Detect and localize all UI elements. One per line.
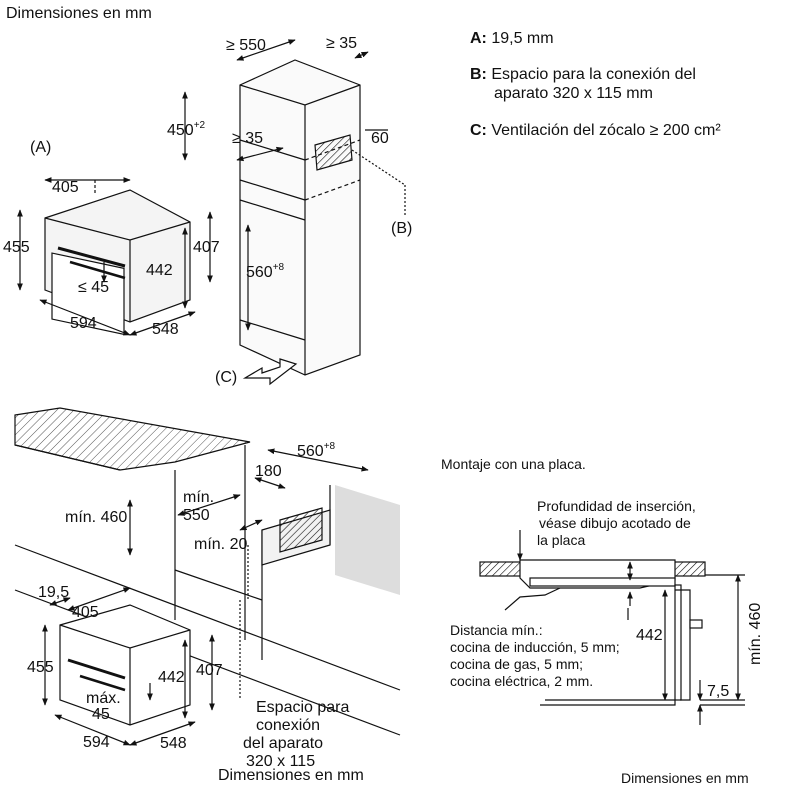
- label-b: (B): [391, 220, 412, 237]
- legend-c: C: Ventilación del zócalo ≥ 200 cm²: [470, 122, 721, 139]
- dim-max-45: 45: [92, 706, 110, 723]
- tall-cabinet: [182, 39, 406, 386]
- dim-442: 442: [146, 262, 173, 279]
- dim-550-undercounter: 550: [183, 507, 210, 524]
- distance-note-line1: Distancia mín.:: [450, 622, 543, 638]
- distance-note-line4: cocina eléctrica, 2 mm.: [450, 673, 594, 689]
- dim-min-460: mín. 460: [65, 509, 127, 526]
- under-counter-installation: [14, 407, 401, 746]
- dim-455: 455: [3, 239, 30, 256]
- dim-min-label: mín.: [183, 489, 214, 506]
- label-c: (C): [215, 369, 237, 386]
- dim-60: 60: [371, 130, 389, 147]
- dim-7-5: 7,5: [707, 683, 729, 700]
- dim-548-undercounter: 548: [160, 735, 187, 752]
- distance-note-line3: cocina de gas, 5 mm;: [450, 656, 584, 672]
- dim-405: 405: [52, 179, 79, 196]
- dim-405-undercounter: 405: [72, 604, 99, 621]
- dim-max45: ≤ 45: [78, 279, 109, 296]
- distance-note: Distancia mín.: cocina de inducción, 5 m…: [450, 622, 620, 690]
- dim-560: 560+8: [246, 262, 285, 281]
- depth-note-line3: la placa: [537, 532, 586, 548]
- dim-19-5: 19,5: [38, 584, 69, 601]
- dim-407-undercounter: 407: [196, 662, 223, 679]
- depth-note-line2: véase dibujo acotado de: [539, 515, 691, 531]
- hob-detail: [479, 530, 745, 725]
- dim-594: 594: [70, 315, 97, 332]
- dim-450: 450+2: [167, 120, 206, 139]
- depth-note-line1: Profundidad de inserción,: [537, 498, 696, 514]
- dim-max-label: máx.: [86, 690, 121, 707]
- dim-560-undercounter: 560+8: [297, 441, 336, 460]
- legend-b: B: Espacio para la conexión del: [470, 66, 696, 83]
- dim-455-undercounter: 455: [27, 659, 54, 676]
- connection-note-1: Espacio para: [256, 699, 349, 716]
- dim-180: 180: [255, 463, 282, 480]
- dim-min-460-hob: mín. 460: [747, 603, 764, 665]
- dim-548: 548: [152, 321, 179, 338]
- connection-note-3: del aparato: [243, 735, 323, 752]
- legend-a: A: 19,5 mm: [470, 30, 554, 47]
- appliance-top-left: [17, 177, 213, 336]
- dim-442-undercounter: 442: [158, 669, 185, 686]
- connection-note-4: 320 x 115: [246, 753, 315, 770]
- dim-407: 407: [193, 239, 220, 256]
- dim-35: ≥ 35: [232, 130, 263, 147]
- dim-442-hob: 442: [636, 627, 663, 644]
- dim-550: ≥ 550: [226, 37, 266, 54]
- units-bottom-left: Dimensiones en mm: [218, 767, 364, 784]
- label-a: (A): [30, 139, 51, 156]
- page-title: Dimensiones en mm: [6, 5, 152, 22]
- depth-note: Profundidad de inserción, véase dibujo a…: [537, 498, 696, 549]
- hob-title: Montaje con una placa.: [441, 456, 586, 472]
- dim-594-undercounter: 594: [83, 734, 110, 751]
- units-bottom-right: Dimensiones en mm: [621, 770, 749, 786]
- connection-note-2: conexión: [256, 717, 320, 734]
- legend-b-line2: aparato 320 x 115 mm: [494, 85, 653, 102]
- dim-35-top: ≥ 35: [326, 35, 357, 52]
- distance-note-line2: cocina de inducción, 5 mm;: [450, 639, 620, 655]
- dim-min-20: mín. 20: [194, 536, 247, 553]
